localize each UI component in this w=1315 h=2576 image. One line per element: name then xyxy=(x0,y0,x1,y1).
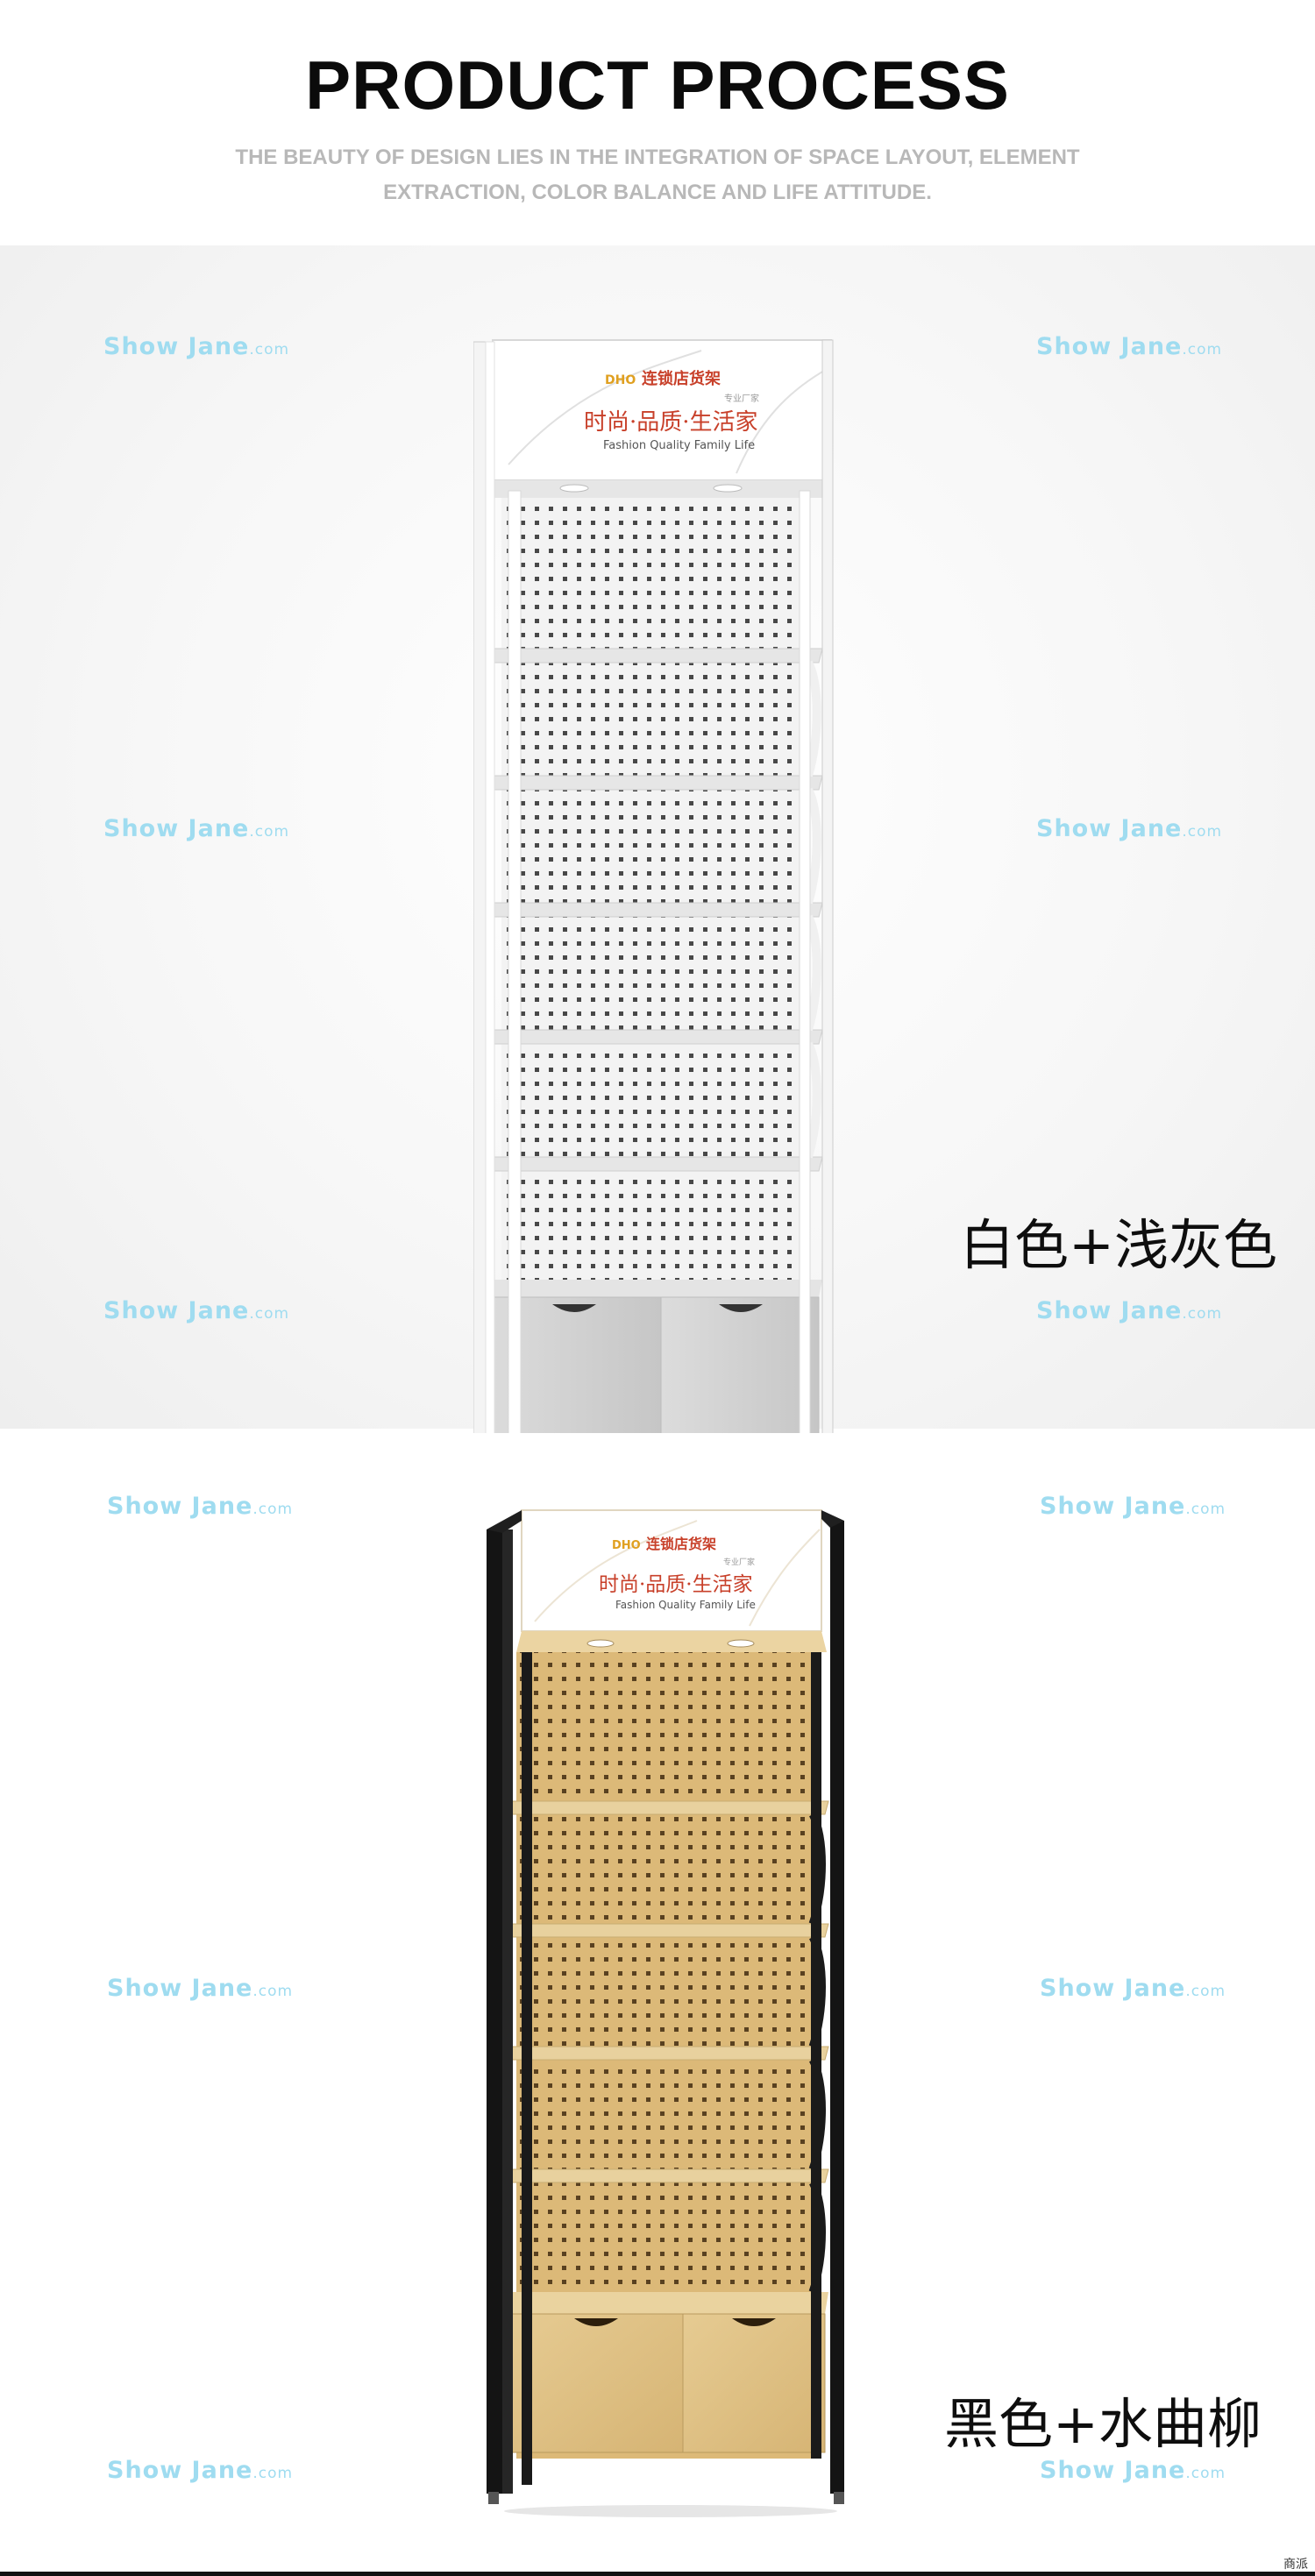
watermark: Show Jane.com xyxy=(107,1975,294,2002)
corner-label: 商派 xyxy=(1283,2558,1308,2572)
signboard-brand: 连锁店货架 xyxy=(642,369,721,388)
watermark: Show Jane.com xyxy=(1040,1975,1226,2002)
brand-mark: DHO xyxy=(612,1539,641,1552)
header: PRODUCT PROCESS THE BEAUTY OF DESIGN LIE… xyxy=(0,0,1315,245)
product-panel-white: Show Jane.com Show Jane.com Show Jane.co… xyxy=(0,245,1315,1545)
signboard-slogan-en: Fashion Quality Family Life xyxy=(603,439,755,452)
shelf-white-illustration: DHO 连锁店货架 专业厂家 时尚·品质·生活家 Fashion Quality… xyxy=(473,339,835,1545)
watermark: Show Jane.com xyxy=(1036,1297,1223,1324)
signboard-slogan: 时尚·品质·生活家 xyxy=(599,1573,753,1596)
watermark: Show Jane.com xyxy=(1036,333,1223,360)
bottom-divider xyxy=(0,2572,1315,2576)
frame-posts xyxy=(487,1510,844,2494)
color-caption: 白色+浅灰色 xyxy=(960,1213,1277,1277)
drawer-right xyxy=(660,1296,820,1438)
signboard-brand: 连锁店货架 xyxy=(646,1536,716,1552)
brand-mark: DHO xyxy=(605,373,636,387)
signboard-slogan: 时尚·品质·生活家 xyxy=(584,409,758,436)
shelf-boards xyxy=(481,648,823,1172)
watermark: Show Jane.com xyxy=(103,333,290,360)
drawer-right xyxy=(682,2313,826,2453)
watermark: Show Jane.com xyxy=(1040,1493,1226,1520)
page-title: PRODUCT PROCESS xyxy=(305,46,1010,124)
signboard-sub: 专业厂家 xyxy=(724,393,759,404)
signboard-slogan-en: Fashion Quality Family Life xyxy=(615,1599,756,1611)
watermark: Show Jane.com xyxy=(103,815,290,842)
product-panel-black-wood: Show Jane.com Show Jane.com Show Jane.co… xyxy=(0,1433,1315,2576)
drawer-left xyxy=(510,2313,684,2453)
watermark: Show Jane.com xyxy=(1040,2457,1226,2484)
page-subtitle: THE BEAUTY OF DESIGN LIES IN THE INTEGRA… xyxy=(235,145,1080,204)
signboard-sub: 专业厂家 xyxy=(723,1557,755,1567)
frame-posts xyxy=(473,339,834,1526)
color-caption: 黑色+水曲柳 xyxy=(944,2392,1262,2456)
watermark: Show Jane.com xyxy=(103,1297,290,1324)
watermark: Show Jane.com xyxy=(1036,815,1223,842)
watermark: Show Jane.com xyxy=(107,2457,294,2484)
signboard xyxy=(521,1509,822,1632)
watermark: Show Jane.com xyxy=(107,1493,294,1520)
shelf-black-wood-illustration: DHO 连锁店货架 专业厂家 时尚·品质·生活家 Fashion Quality… xyxy=(487,1509,844,2517)
